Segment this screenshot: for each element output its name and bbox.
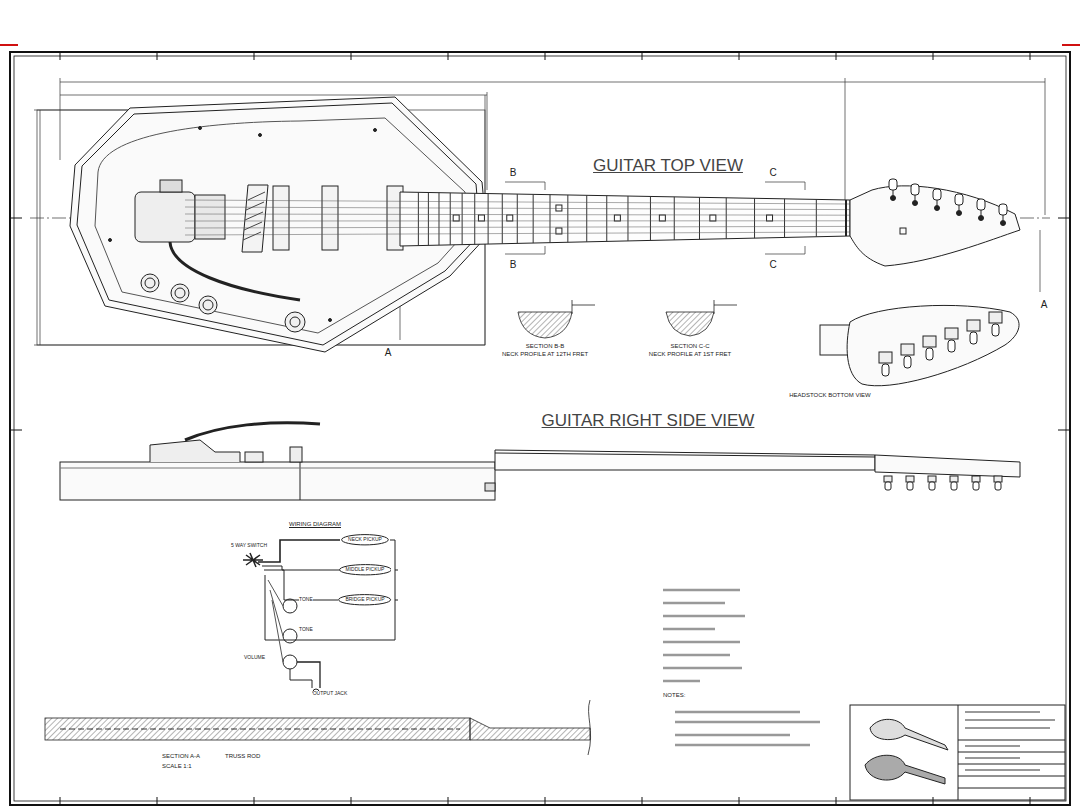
- drawing-label: TONE: [299, 627, 313, 633]
- pickup-label: MIDDLE PICKUP: [346, 567, 385, 573]
- view-title: GUITAR RIGHT SIDE VIEW: [542, 412, 755, 431]
- drawing-label: B: [510, 259, 517, 270]
- sheet-border-inner: [14, 56, 1066, 801]
- guitar-side-view: [60, 423, 1020, 500]
- pickup-label: BRIDGE PICKUP: [345, 597, 384, 603]
- drawing-label: 5 WAY SWITCH: [231, 543, 267, 549]
- drawing-label: A: [1041, 299, 1048, 310]
- neck-sections: [518, 300, 737, 338]
- pickup-oval: NECK PICKUP: [341, 534, 389, 546]
- drawing-label: OUTPUT JACK: [313, 691, 348, 697]
- drawing-label: TONE: [299, 597, 313, 603]
- drawing-label: SECTION B-B: [526, 343, 564, 350]
- drawing-label: SECTION A-A: [162, 753, 200, 760]
- drawing-label: A: [385, 347, 392, 358]
- headstock-top: [850, 179, 1020, 266]
- drawing-label: HEADSTOCK BOTTOM VIEW: [789, 392, 870, 399]
- drawing-label: VOLUME: [244, 655, 265, 661]
- drawing-label: C: [769, 259, 776, 270]
- border-ticks: [10, 52, 1070, 805]
- view-title: GUITAR TOP VIEW: [593, 157, 743, 176]
- drawing-label: NOTES:: [663, 692, 685, 699]
- pickup-label: NECK PICKUP: [348, 537, 382, 543]
- drawing-label: NECK PROFILE AT 12TH FRET: [502, 351, 588, 358]
- pickup-oval: MIDDLE PICKUP: [339, 564, 392, 576]
- wiring-diagram: [243, 540, 398, 695]
- sheet-border: [10, 52, 1070, 805]
- drawing-label: C: [769, 167, 776, 178]
- drawing-label: WIRING DIAGRAM: [289, 521, 341, 528]
- corner-mark: [1062, 44, 1080, 46]
- drawing-label: TRUSS ROD: [225, 753, 260, 760]
- notes-lines: [663, 590, 820, 745]
- drawing-label: SCALE 1:1: [162, 763, 192, 770]
- title-block: [850, 705, 1065, 800]
- neck-long-section: [45, 700, 591, 755]
- pickup-oval: BRIDGE PICKUP: [338, 594, 391, 606]
- drawing-label: NECK PROFILE AT 1ST FRET: [649, 351, 731, 358]
- drawing-label: SECTION C-C: [671, 343, 710, 350]
- headstock-bottom: [820, 305, 1019, 385]
- drawing-label: B: [510, 167, 517, 178]
- corner-mark: [0, 44, 18, 46]
